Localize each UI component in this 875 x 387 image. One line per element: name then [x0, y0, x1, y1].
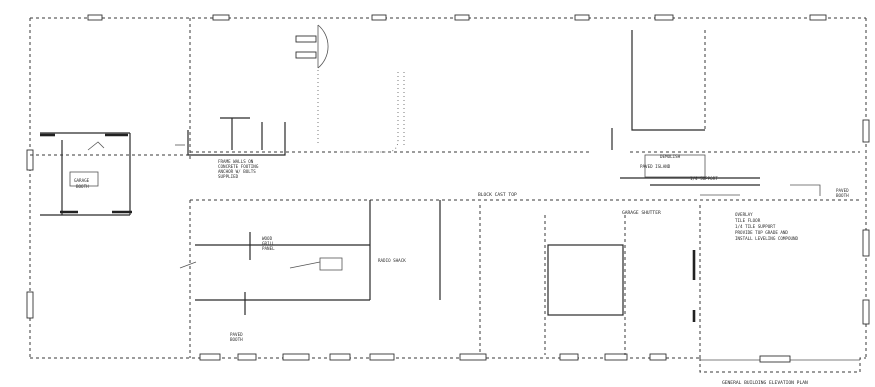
label-right-tag-1: PAVED [836, 188, 849, 193]
interior-walls [30, 18, 860, 358]
label-right-block-4: PROVIDE TOP GRADE AND [735, 230, 788, 235]
label-center-top-b: GARAGE SHUTTER [622, 210, 661, 216]
label-radio-shack: RADIO SHACK [378, 258, 406, 263]
label-wood-grill-3: PANEL [262, 246, 275, 251]
window-symbols-bottom [199, 353, 667, 361]
label-right-block-1: OVERLAY [735, 212, 753, 217]
middle-rooms [547, 244, 860, 363]
door-swing-top [295, 24, 329, 69]
label-demolish: DEMOLISH [660, 154, 681, 159]
label-frame-note-4: SUPPLIED [218, 174, 239, 179]
plan-labels: GARAGE BOOTH FRAME WALLS ON CONCRETE FOO… [74, 154, 849, 386]
label-paved-booth-1: PAVED [230, 332, 243, 337]
label-frame-note-2: CONCRETE FOOTING [218, 164, 259, 169]
label-right-note-b: 1/4 SUPPORT [690, 176, 718, 181]
window-symbols-sides [26, 119, 870, 325]
label-wood-grill-2: GRILL [262, 241, 275, 246]
window-symbols-top [87, 14, 827, 21]
label-right-block-5: INSTALL LEVELING COMPOUND [735, 236, 799, 241]
outer-walls [29, 17, 867, 373]
label-garage-booth-2: BOOTH [76, 184, 89, 189]
label-frame-note-1: FRAME WALLS ON [218, 159, 254, 164]
label-garage-booth: GARAGE [74, 178, 90, 183]
duct-runs [317, 70, 405, 153]
label-right-note-a: PAVED ISLAND [640, 164, 671, 169]
wood-grill-area [179, 200, 371, 315]
label-center-top-a: BLOCK CAST TOP [478, 192, 517, 198]
label-right-block-3: 1/4 TILE SUPPORT [735, 224, 776, 229]
label-right-block-2: TILE FLOOR [735, 218, 761, 223]
label-right-tag-2: BOOTH [836, 193, 849, 198]
plan-caption: GENERAL BUILDING ELEVATION PLAN [722, 380, 808, 386]
garage-booth-room [40, 132, 132, 216]
right-equipment [611, 128, 821, 196]
label-paved-booth-2: BOOTH [230, 337, 243, 342]
frame-walls-block [175, 117, 286, 156]
label-wood-grill-1: WOOD [262, 236, 273, 241]
label-frame-note-3: ANCHOR W/ BOLTS [218, 169, 256, 174]
